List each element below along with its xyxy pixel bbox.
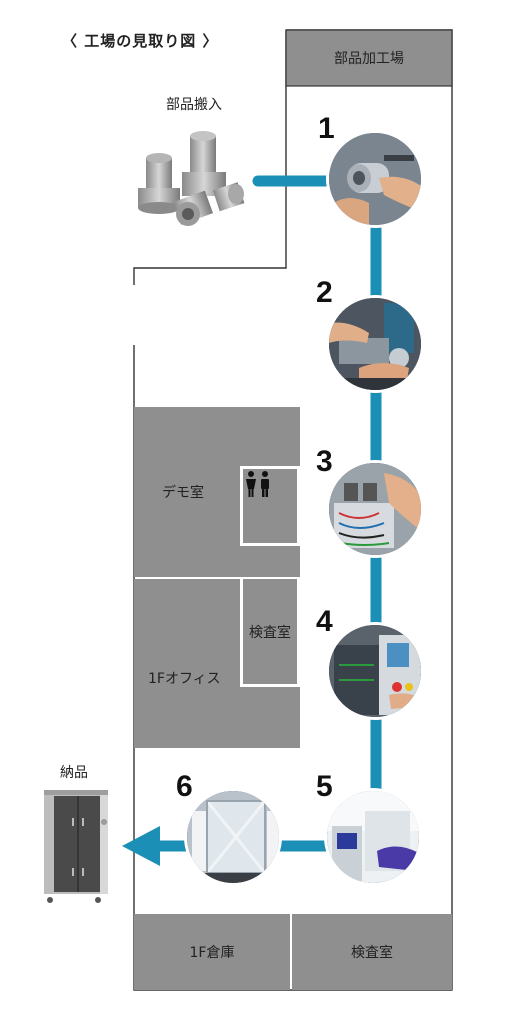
step-photo-5	[324, 788, 422, 886]
step-photo-4	[326, 622, 424, 720]
inspection-room-bottom: 検査室	[292, 914, 452, 990]
step-photo-2	[326, 295, 424, 393]
step-photo-1	[326, 130, 424, 228]
demo-room-label: デモ室	[162, 482, 204, 502]
delivery-label: 納品	[60, 762, 88, 782]
step-photo-6	[184, 788, 282, 886]
machined-parts-icon	[132, 122, 252, 234]
control-cabinet-icon	[40, 788, 112, 908]
inspection-room-1f-label: 検査室	[249, 622, 291, 642]
restroom	[240, 466, 300, 546]
warehouse-1f-label: 1F倉庫	[190, 942, 235, 962]
restroom-icon	[243, 469, 273, 499]
wiring-photo-icon	[329, 463, 424, 558]
step-photo-3	[326, 460, 424, 558]
assembly-photo-icon	[329, 298, 424, 393]
parts-processing-label: 部品加工場	[286, 30, 452, 86]
inspection-room-1f: 検査室	[240, 579, 300, 687]
packaging-photo-icon	[187, 791, 282, 886]
warehouse-1f: 1F倉庫	[134, 914, 290, 990]
office-1f-label: 1Fオフィス	[148, 668, 221, 688]
control-panel-photo-icon	[329, 625, 424, 720]
machining-photo-icon	[329, 133, 424, 228]
inspection-photo-icon	[327, 791, 422, 886]
delivery-arrow-icon	[122, 826, 160, 866]
parts-intake-label: 部品搬入	[166, 94, 222, 114]
inspection-room-bottom-label: 検査室	[351, 942, 393, 962]
